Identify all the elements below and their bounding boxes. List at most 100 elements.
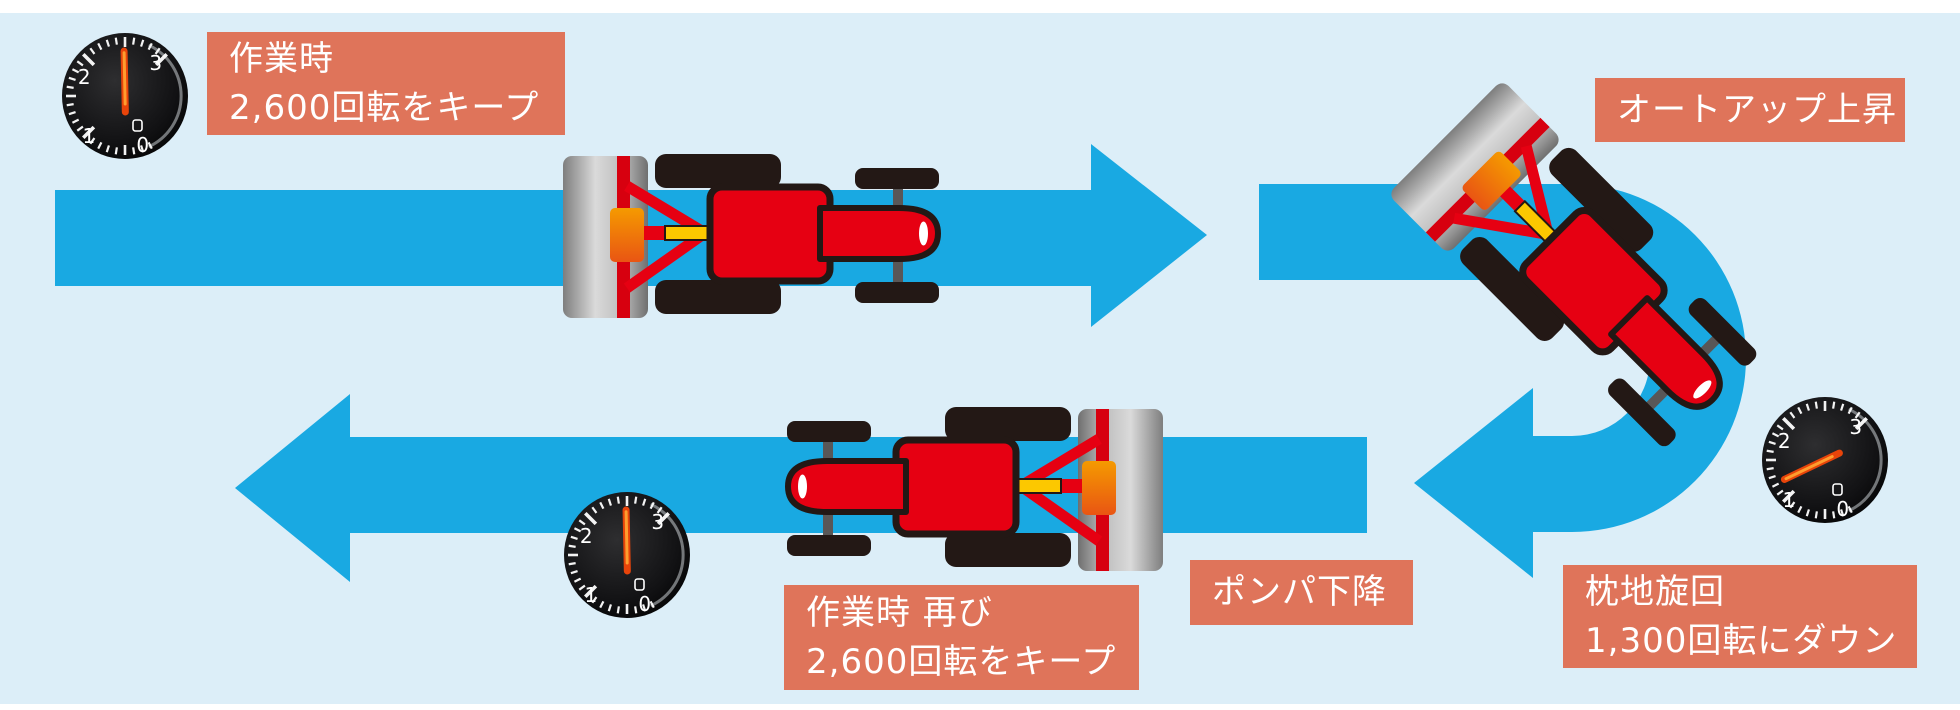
label-headland-turn: 枕地旋回 1,300回転にダウン <box>1563 565 1917 668</box>
gauge-scale-label: 2 <box>1778 429 1791 453</box>
gauge-tick <box>66 103 74 107</box>
gauge-tick <box>1847 505 1853 514</box>
gauge-tick <box>114 147 118 155</box>
label-work-pass-1: 作業時 2,600回転をキープ <box>207 32 565 135</box>
gauge-needle-core <box>1784 455 1834 481</box>
gauge-tick <box>1854 411 1861 419</box>
gauge-glass-highlight <box>148 43 183 149</box>
gauge-tick <box>68 111 76 116</box>
label-line: 作業時 <box>229 39 334 80</box>
gauge-tick <box>1840 403 1845 411</box>
gauge-tick <box>1766 449 1774 453</box>
gauge-tick <box>616 496 620 504</box>
gauge-scale-label: 1 <box>1782 488 1795 512</box>
label-auto-up: オートアップ上昇 <box>1595 78 1905 142</box>
label-line: オートアップ上昇 <box>1617 89 1897 130</box>
gauge-tick <box>1847 406 1853 415</box>
gauge-needle-core <box>122 51 127 106</box>
gauge-tick <box>573 527 582 533</box>
gauge-tick <box>154 53 168 67</box>
label-ponpa-down: ポンパ下降 <box>1190 560 1413 625</box>
gauge-tick <box>82 125 96 139</box>
gauge-tick <box>97 42 103 51</box>
gauge-tick <box>1766 467 1774 471</box>
gauge-tick <box>1776 489 1784 496</box>
gauge-tick <box>105 145 110 153</box>
gauge-tick <box>71 68 80 74</box>
gauge-tick <box>147 141 153 150</box>
gauge-tick <box>584 584 598 598</box>
gauge-tick <box>1814 401 1818 409</box>
gauge-scale-label: 0 <box>1836 497 1849 521</box>
gauge-tick <box>634 606 638 614</box>
tachometer-work-2: 0 1 2 3 <box>564 492 690 618</box>
gauge-tick <box>616 606 620 614</box>
label-line: ポンパ下降 <box>1212 572 1387 613</box>
gauge-tick <box>599 501 605 510</box>
gauge-tick <box>656 512 670 526</box>
gauge-tick <box>1771 482 1780 488</box>
gauge-tick <box>1789 411 1796 419</box>
gauge-tick <box>1832 401 1836 409</box>
gauge-tick <box>1854 417 1868 431</box>
label-line: 枕地旋回 <box>1585 572 1725 613</box>
gauge-scale-label: 3 <box>1849 415 1862 439</box>
gauge-tick <box>1840 509 1845 517</box>
gauge-tick <box>1782 417 1796 431</box>
gauge-scale-label: 3 <box>149 51 162 75</box>
gauge-tick <box>1797 406 1803 415</box>
gauge-scale-label: 1 <box>82 124 95 148</box>
gauge-tick <box>1805 509 1810 517</box>
gauge-tick <box>105 39 110 47</box>
gauge-tick <box>132 147 136 155</box>
gauge-unit-icon <box>1832 483 1843 496</box>
gauge-tick <box>1832 511 1836 519</box>
gauge-tick <box>591 506 598 514</box>
gauge-tick <box>642 604 647 612</box>
gauge-tick <box>573 577 582 583</box>
gauge-tick <box>1782 489 1796 503</box>
gauge-tick <box>140 39 145 47</box>
gauge-tick <box>570 535 578 540</box>
gauge-needle-core <box>624 510 629 565</box>
gauge-tick <box>147 42 153 51</box>
gauge-tick <box>1768 440 1776 445</box>
gauge-tick <box>607 498 612 506</box>
gauge-tick <box>568 562 576 566</box>
gauge-tick <box>1797 505 1803 514</box>
gauge-tick <box>82 53 96 67</box>
gauge-tick <box>1814 511 1818 519</box>
gauge-tick <box>591 596 598 604</box>
tractor-working-return <box>787 407 1163 571</box>
gauge-scale-label: 0 <box>136 133 149 157</box>
gauge-tick <box>578 519 586 526</box>
tachometer-headland: 0 1 2 3 <box>1762 397 1888 523</box>
gauge-scale-label: 3 <box>651 510 664 534</box>
gauge-tick <box>649 501 655 510</box>
gauge-unit-icon <box>634 578 645 591</box>
gauge-tick <box>1776 424 1784 431</box>
gauge-scale-label: 2 <box>580 524 593 548</box>
gauge-tick <box>89 137 96 145</box>
gauge-tick <box>599 600 605 609</box>
gauge-tick <box>140 145 145 153</box>
gauge-tick <box>76 60 84 67</box>
gauge-unit-icon <box>132 119 143 132</box>
gauge-tick <box>68 76 76 81</box>
gauge-tick <box>607 604 612 612</box>
gauge-tick <box>642 498 647 506</box>
gauge-tick <box>584 512 598 526</box>
gauge-tick <box>97 141 103 150</box>
gauge-tick <box>76 125 84 132</box>
label-line: 作業時 再び <box>806 593 993 634</box>
gauge-scale-label: 0 <box>638 592 651 616</box>
label-line: 1,300回転にダウン <box>1585 620 1898 661</box>
gauge-tick <box>570 570 578 575</box>
gauge-tick <box>649 600 655 609</box>
gauge-tick <box>154 47 161 55</box>
gauge-scale-label: 1 <box>584 583 597 607</box>
gauge-tick <box>132 37 136 45</box>
gauge-tick <box>1768 475 1776 480</box>
